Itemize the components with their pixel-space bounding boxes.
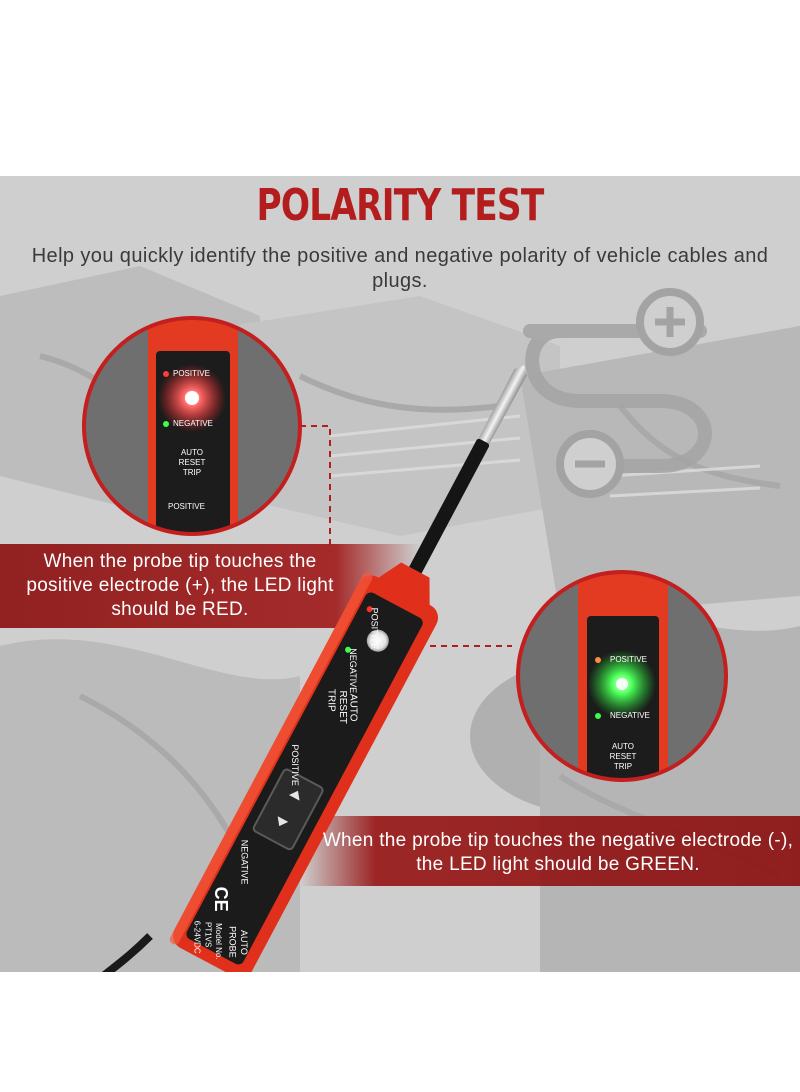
red-zoom-negative-label: NEGATIVE — [173, 419, 213, 428]
positive-caption: When the probe tip touches the positive … — [26, 551, 334, 620]
device-voltage: 6-24VDC — [192, 920, 202, 954]
red-zoom-reset-label: RESET — [178, 458, 206, 467]
green-zoom-positive-label: POSITIVE — [610, 655, 647, 664]
device-negative-label: NEGATIVE — [347, 648, 358, 694]
page-title: POLARITY TEST — [256, 180, 544, 231]
red-zoom-positive-label: POSITIVE — [173, 369, 210, 378]
red-zoom-trip-label: TRIP — [182, 468, 202, 477]
green-zoom-negative-label: NEGATIVE — [610, 711, 650, 720]
green-zoom-auto-label: AUTO — [611, 742, 635, 751]
device-brand-probe: PROBE — [227, 926, 238, 958]
device-auto-label: AUTO — [347, 693, 359, 722]
circuit-probe-device — [101, 365, 527, 972]
negative-caption-band — [300, 816, 800, 886]
device-brand-auto: AUTO — [238, 930, 249, 955]
negative-caption: When the probe tip touches the negative … — [322, 830, 794, 875]
green-zoom-reset-label: RESET — [609, 752, 637, 761]
device-switch-positive-label: POSITIVE — [290, 744, 301, 786]
device-positive-label: POSITIVE — [369, 607, 380, 650]
device-switch-negative-label: NEGATIVE — [239, 839, 250, 885]
subtitle: Help you quickly identify the positive a… — [31, 245, 769, 292]
device-model-number: PT1VS — [203, 921, 213, 948]
red-zoom-switch-label: POSITIVE — [168, 502, 205, 511]
device-reset-label: RESET — [336, 690, 348, 724]
green-zoom-trip-label: TRIP — [613, 762, 633, 771]
product-panel: POLARITY TEST Help you quickly identify … — [0, 176, 800, 972]
device-model-label: Model No. — [214, 923, 224, 960]
device-trip-label: TRIP — [325, 688, 337, 712]
red-zoom-auto-label: AUTO — [180, 448, 204, 457]
ce-mark: CE — [211, 886, 232, 912]
